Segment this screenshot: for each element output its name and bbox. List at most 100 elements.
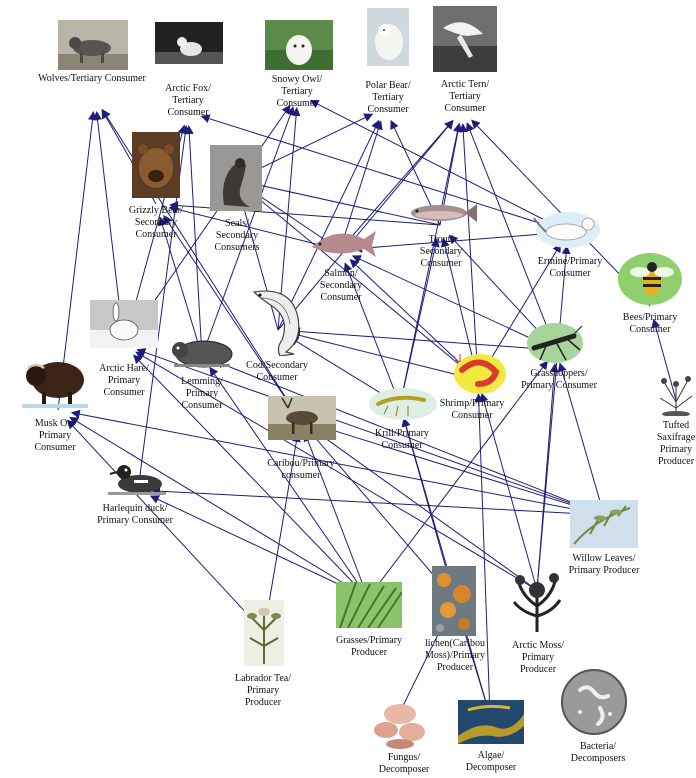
feeding-arrow-moss-to-grasshopper: [536, 363, 559, 591]
feeding-arrow-shrimp-to-salmon: [349, 258, 479, 381]
feeding-arrow-krill-to-trout: [399, 237, 440, 406]
organism-label-caribou: Caribou/Primary consumer: [267, 458, 335, 481]
organism-label-labrador-tea: Labrador Tea/ Primary Producer: [234, 673, 292, 708]
feeding-arrow-shrimp-to-tern: [458, 123, 479, 381]
organism-label-harlequin-duck: Harlequin duck/ Primary Consumer: [97, 503, 173, 526]
feeding-arrow-moss-to-caribou: [310, 427, 538, 591]
feeding-arrow-lichen-to-caribou: [308, 429, 456, 601]
feeding-arrow-moss-to-shrimp: [479, 392, 538, 591]
grizzly-bear-icon: [132, 132, 180, 203]
polar-bear-icon: [367, 8, 409, 71]
feeding-arrow-shrimp-to-seals: [246, 188, 479, 381]
lichen-icon: [432, 566, 476, 641]
feeding-arrow-salmon-to-tern: [339, 119, 454, 251]
organism-label-snowy-owl: Snowy Owl/ Tertiary Consumer: [271, 74, 323, 109]
feeding-arrow-moss-to-hare: [135, 351, 538, 591]
fungus-icon: [372, 698, 430, 755]
organism-label-lemming: Lemming/ Primary Consumer: [181, 376, 223, 411]
feeding-arrow-labrador-to-muskox: [66, 419, 265, 633]
feeding-arrow-labrador-to-caribou: [263, 432, 301, 633]
organism-label-seals: Seals/ Secondary Consumers: [214, 218, 260, 253]
cod-icon: [242, 284, 308, 361]
feeding-arrow-cod-to-tern: [277, 120, 454, 331]
saxifrage-icon: [656, 372, 696, 421]
organism-label-grasshoppers: Grasshoppers/ Primary Consumer: [521, 368, 597, 391]
organism-label-willow-leaves: Willow Leaves/ Primary Producer: [568, 553, 640, 576]
arctic-moss-icon: [508, 566, 566, 641]
feeding-arrow-cod-to-polar: [277, 119, 380, 331]
feeding-arrow-cod-to-owl: [277, 107, 301, 331]
feeding-arrow-willow-to-caribou: [312, 422, 605, 516]
organism-label-saxifrage: Tufted Saxifrage Primary Producer: [656, 420, 696, 467]
wolf-icon: [58, 20, 128, 75]
organism-label-musk-ox: Musk Ox/ Primary Consumer: [34, 418, 76, 453]
arctic-fox-icon: [155, 22, 223, 69]
feeding-arrow-krill-to-salmon: [343, 262, 401, 406]
bacteria-icon: [560, 668, 628, 741]
feeding-arrow-willow-to-hare: [136, 348, 605, 516]
lemming-icon: [168, 330, 236, 375]
organism-label-bacteria: Bacteria/ Decomposers: [570, 741, 626, 764]
seal-icon: [210, 145, 262, 216]
feeding-arrow-lemming-to-owl: [201, 106, 295, 357]
labrador-tea-icon: [244, 600, 284, 671]
organism-label-grasses: Grasses/Primary Producer: [335, 635, 403, 658]
organism-label-ermine: Ermine/Primary Consumer: [537, 256, 603, 279]
krill-icon: [368, 382, 438, 427]
musk-ox-icon: [22, 352, 88, 413]
organism-label-arctic-moss: Arctic Moss/ Primary Producer: [512, 640, 564, 675]
algae-icon: [458, 700, 524, 749]
organism-label-arctic-fox: Arctic Fox/ Tertiary Consumer: [165, 83, 211, 118]
feeding-arrow-lemming-to-fox: [184, 125, 203, 357]
organism-label-trout: Trout/ Secondary Consumer: [419, 234, 463, 269]
feeding-arrow-grasses-to-hare: [133, 354, 369, 599]
feeding-arrow-ermine-to-salmon: [353, 231, 569, 253]
harlequin-duck-icon: [106, 456, 168, 503]
ermine-icon: [532, 204, 606, 255]
organism-label-arctic-tern: Arctic Tern/ Tertiary Consumer: [440, 79, 490, 114]
feeding-arrow-cod-to-seals: [237, 192, 279, 331]
feeding-arrow-grasses-to-muskox: [69, 416, 369, 599]
willow-leaves-icon: [570, 500, 638, 553]
feeding-arrow-lemming-to-grizzly: [158, 216, 203, 357]
organism-label-salmon: Salmon/ Secondary Consumer: [319, 268, 363, 303]
feeding-arrow-grasses-to-grasshopper: [367, 360, 549, 599]
shrimp-icon: [452, 350, 508, 401]
bee-icon: [616, 250, 684, 313]
feeding-arrow-grasshopper-to-salmon: [351, 255, 557, 351]
organism-label-grizzly-bear: Grizzly Bear/ Secondary Consumer: [128, 205, 184, 240]
feeding-arrow-trout-to-seals: [248, 180, 441, 226]
feeding-arrow-willow-to-harlequin: [151, 486, 605, 516]
organism-label-arctic-hare: Arctic Hare/ Primary Consumer: [99, 363, 149, 398]
feeding-arrow-algae-to-shrimp: [474, 393, 491, 717]
organism-label-algae: Algae/ Decomposer: [465, 750, 517, 773]
arctic-hare-icon: [90, 300, 158, 353]
organism-label-shrimp: Shrimp/Primary Consumer: [439, 398, 505, 421]
feeding-arrow-saxifrage-to-bees: [651, 318, 677, 401]
grasshopper-icon: [526, 320, 584, 371]
grasses-icon: [336, 581, 403, 633]
feeding-arrow-grasses-to-harlequin: [149, 495, 369, 599]
feeding-arrow-grasses-to-caribou: [303, 432, 369, 599]
organism-label-cod: Cod/Secondary Consumer: [246, 360, 308, 383]
organism-label-lichen: lichen(Caribou Moss)/Primary Producer: [425, 638, 485, 673]
feeding-arrow-ermine-to-owl: [309, 99, 569, 233]
feeding-arrow-grasshopper-to-cod: [291, 327, 557, 351]
salmon-icon: [306, 223, 378, 264]
feeding-arrow-shrimp-to-cod: [290, 330, 479, 381]
feeding-arrow-ermine-to-fox: [200, 114, 569, 233]
feeding-arrow-willow-to-grasshopper: [557, 362, 605, 516]
feeding-arrow-krill-to-tern: [399, 122, 462, 406]
organism-label-polar-bear: Polar Bear/ Tertiary Consumer: [365, 80, 411, 115]
organism-label-bees: Bees/Primary Consumer: [622, 312, 678, 335]
caribou-icon: [268, 396, 336, 445]
organism-label-fungus: Fungus/ Decomposer: [378, 752, 430, 775]
arctic-tern-icon: [433, 6, 497, 77]
organism-label-wolves: Wolves/Tertiary Consumer: [38, 73, 146, 84]
feeding-arrow-salmon-to-polar: [339, 120, 383, 251]
snowy-owl-icon: [265, 20, 333, 75]
trout-icon: [405, 200, 477, 231]
feeding-arrow-muskox-to-wolves: [57, 111, 97, 411]
organism-label-krill: Krill/Primary Consumer: [375, 428, 429, 451]
